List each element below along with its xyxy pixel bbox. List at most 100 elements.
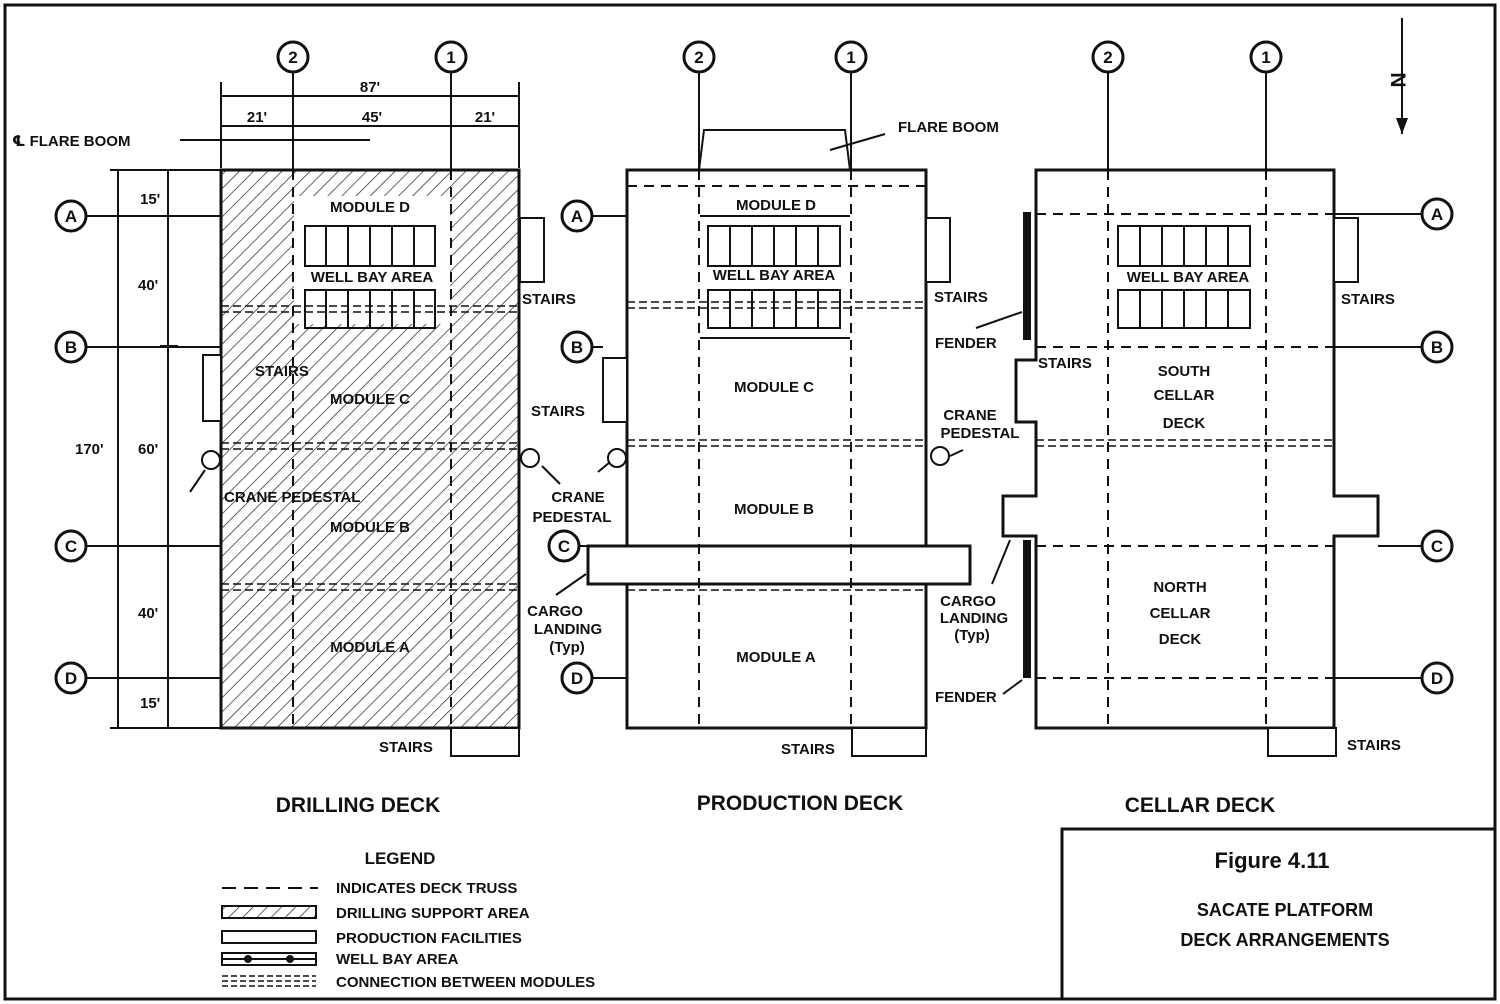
- svg-text:A: A: [65, 207, 77, 226]
- figure-title-line-2: DECK ARRANGEMENTS: [1180, 930, 1389, 950]
- fender-top-label: FENDER: [935, 335, 997, 352]
- module-c-label: MODULE C: [734, 379, 814, 396]
- crane-label-right-2: PEDESTAL: [533, 509, 612, 526]
- svg-text:1: 1: [846, 48, 855, 67]
- grid-bubble-1: [434, 40, 468, 74]
- production-deck: FLARE BOOM MODULE D WELL BAY AREA MODULE…: [527, 119, 1019, 815]
- south-label-1: SOUTH: [1158, 363, 1211, 380]
- fender-top: [1023, 212, 1031, 340]
- module-a-label: MODULE A: [330, 639, 410, 656]
- grid-bubble-d: [1420, 661, 1454, 695]
- legend-item: DRILLING SUPPORT AREA: [336, 905, 530, 922]
- grid-lines: [86, 72, 1422, 679]
- south-label-2: CELLAR: [1154, 387, 1215, 404]
- legend-swatch-production: [221, 930, 317, 944]
- stairs-bottom: [1267, 727, 1337, 757]
- north-arrow-label: N: [1386, 72, 1409, 87]
- crane-pedestal-right: [930, 446, 950, 466]
- page-border: [3, 3, 1497, 1001]
- stairs-bottom-label: STAIRS: [379, 739, 433, 756]
- south-label-3: DECK: [1163, 415, 1206, 432]
- crane-pedestal-label: CRANE PEDESTAL: [224, 489, 360, 506]
- dim-total-width: 87': [360, 79, 380, 96]
- stairs-w-label: STAIRS: [1038, 355, 1092, 372]
- svg-text:D: D: [1431, 669, 1443, 688]
- module-connections: [627, 301, 926, 591]
- dim-left: 21': [247, 109, 267, 126]
- dim-mid: 45': [362, 109, 382, 126]
- drilling-deck-title: DRILLING DECK: [276, 794, 441, 817]
- grid-bubble-2: [276, 40, 310, 74]
- grid-bubble-2: [682, 40, 716, 74]
- svg-text:B: B: [1431, 338, 1443, 357]
- flare-boom-centerline: ℄ FLARE BOOM: [12, 133, 130, 150]
- stairs-w-label: STAIRS: [255, 363, 309, 380]
- cargo-landing-label-3: (Typ): [954, 627, 990, 644]
- stairs-ne: [925, 217, 951, 283]
- stairs-ne-label: STAIRS: [1341, 291, 1395, 308]
- stairs-w: [602, 357, 628, 423]
- production-deck-outline: [625, 168, 928, 730]
- well-bay-label: WELL BAY AREA: [713, 267, 836, 284]
- legend-item: INDICATES DECK TRUSS: [336, 880, 517, 897]
- legend-swatch-drilling: [221, 905, 317, 919]
- dim-40-top: 40': [138, 277, 158, 294]
- crane-label-1: CRANE: [943, 407, 996, 424]
- grid-bubble-c: [547, 529, 581, 563]
- svg-text:2: 2: [288, 48, 297, 67]
- grid-bubble-d: [54, 661, 88, 695]
- cargo-landing-label-3: (Typ): [549, 639, 585, 656]
- stairs-bottom: [450, 727, 520, 757]
- deck-truss-lines: [1107, 170, 1267, 728]
- cargo-landing-label-1: CARGO: [940, 593, 996, 610]
- fender-bottom: [1023, 540, 1031, 678]
- crane-label-right-1: CRANE: [551, 489, 604, 506]
- well-bay-label: WELL BAY AREA: [311, 269, 434, 286]
- figure-number: Figure 4.11: [1215, 848, 1330, 873]
- stairs-bottom: [851, 727, 927, 757]
- dim-15-bottom: 15': [140, 695, 160, 712]
- dim-60: 60': [138, 441, 158, 458]
- north-label-1: NORTH: [1153, 579, 1206, 596]
- module-d-label: MODULE D: [330, 199, 410, 216]
- legend: LEGEND INDICATES DECK TRUSS DRILLING SUP…: [221, 849, 595, 991]
- deck-truss-lines: [627, 170, 926, 728]
- svg-text:C: C: [1431, 537, 1443, 556]
- fender-bottom-label: FENDER: [935, 689, 997, 706]
- well-grid: [304, 225, 436, 329]
- flare-boom: [697, 129, 852, 171]
- cargo-landing-label-2: LANDING: [940, 610, 1008, 627]
- cellar-deck-title: CELLAR DECK: [1125, 794, 1276, 817]
- svg-text:B: B: [571, 338, 583, 357]
- dim-40-bottom: 40': [138, 605, 158, 622]
- module-a-label: MODULE A: [736, 649, 816, 666]
- crane-pedestal-left: [607, 448, 627, 468]
- dim-total-length: 170': [75, 441, 104, 458]
- grid-bubble-c: [54, 529, 88, 563]
- legend-swatch-connection: [222, 975, 316, 987]
- svg-text:1: 1: [1261, 48, 1270, 67]
- grid-bubble-c: [1420, 529, 1454, 563]
- stairs-bottom-label: STAIRS: [1347, 737, 1401, 754]
- legend-item: CONNECTION BETWEEN MODULES: [336, 974, 595, 991]
- grid-bubble-d: [560, 661, 594, 695]
- cellar-deck-outline: [1001, 168, 1380, 730]
- grid-bubbles: 2 1 2 1 2 1 A B C D A B C D A B C D: [54, 40, 1454, 695]
- cargo-landing-label-1: CARGO: [527, 603, 583, 620]
- grid-bubble-a: [54, 199, 88, 233]
- grid-bubble-b: [560, 330, 594, 364]
- crane-label-2: PEDESTAL: [941, 425, 1020, 442]
- module-b-label: MODULE B: [330, 519, 410, 536]
- flare-boom-label: FLARE BOOM: [898, 119, 999, 136]
- north-label-3: DECK: [1159, 631, 1202, 648]
- well-bay-label: WELL BAY AREA: [1127, 269, 1250, 286]
- grid-bubble-b: [1420, 330, 1454, 364]
- legend-item: PRODUCTION FACILITIES: [336, 930, 522, 947]
- figure-title-line-1: SACATE PLATFORM: [1197, 900, 1373, 920]
- module-b-label: MODULE B: [734, 501, 814, 518]
- crane-pedestal-left: [201, 450, 221, 470]
- grid-bubble-2: [1091, 40, 1125, 74]
- north-arrow-icon: N: [1386, 18, 1409, 134]
- stairs-ne: [519, 217, 545, 283]
